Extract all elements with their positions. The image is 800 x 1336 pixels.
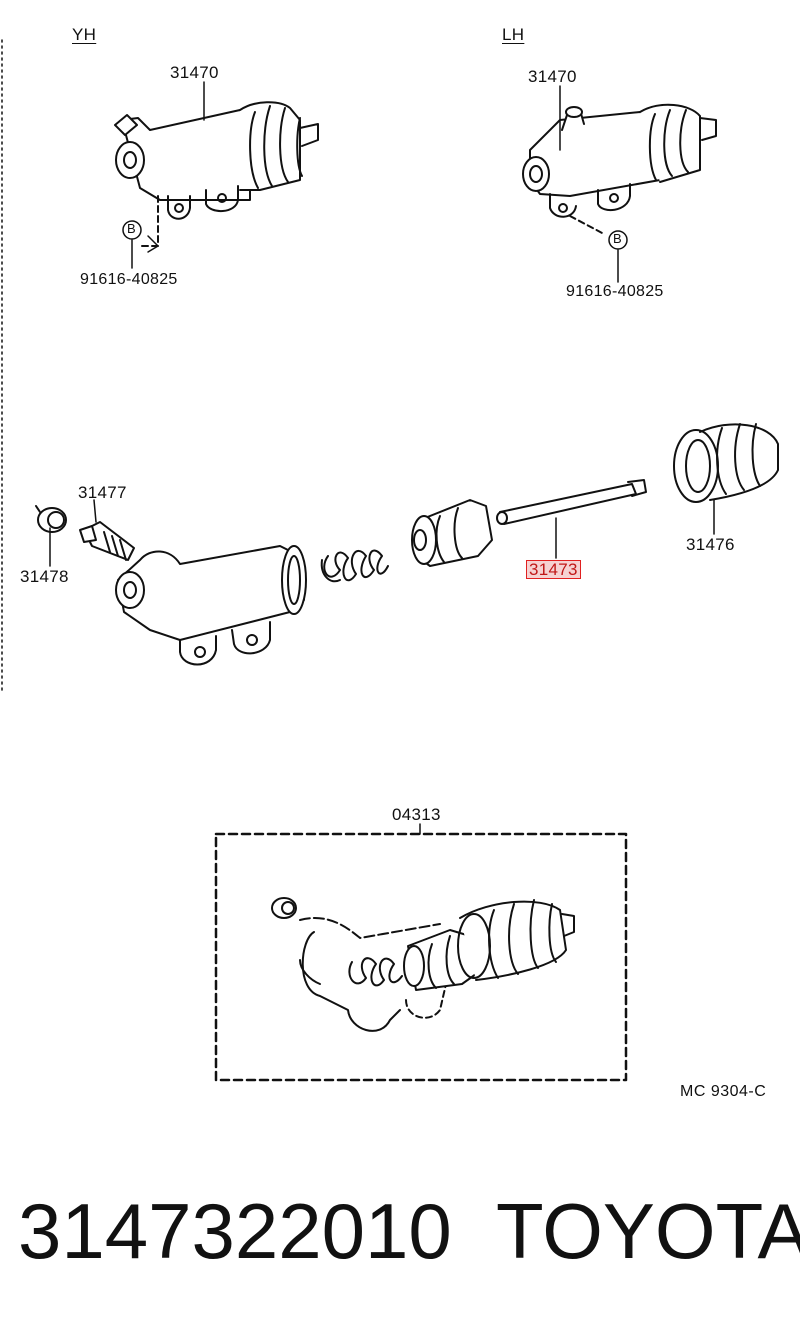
part-label-yh-assembly[interactable]: 31470 [170,63,219,82]
brand-name: TOYOTA [496,1187,800,1275]
yh-cylinder-drawing [114,101,319,253]
part-label-lh-assembly[interactable]: 31470 [528,67,577,86]
variant-label-yh: YH [72,25,97,44]
bolt-marker-yh: B [127,221,136,236]
part-number: 3147322010 [18,1187,452,1275]
part-label-yh-bolt[interactable]: 91616-40825 [80,271,178,288]
part-label-push-rod-highlighted[interactable]: 31473 [526,560,581,579]
lh-cylinder-drawing [522,103,717,235]
part-label-bleeder-cap[interactable]: 31478 [20,567,69,586]
part-label-lh-bolt[interactable]: 91616-40825 [566,283,664,300]
part-label-bleeder-plug[interactable]: 31477 [78,483,127,502]
repair-kit-drawing [214,823,628,1082]
variant-label-lh: LH [502,25,525,44]
exploded-cylinder-drawing [35,423,779,666]
bolt-marker-lh: B [613,231,622,246]
part-label-boot[interactable]: 31476 [686,535,735,554]
diagram-code: MC 9304-C [680,1083,767,1100]
part-label-repair-kit[interactable]: 04313 [392,805,441,824]
